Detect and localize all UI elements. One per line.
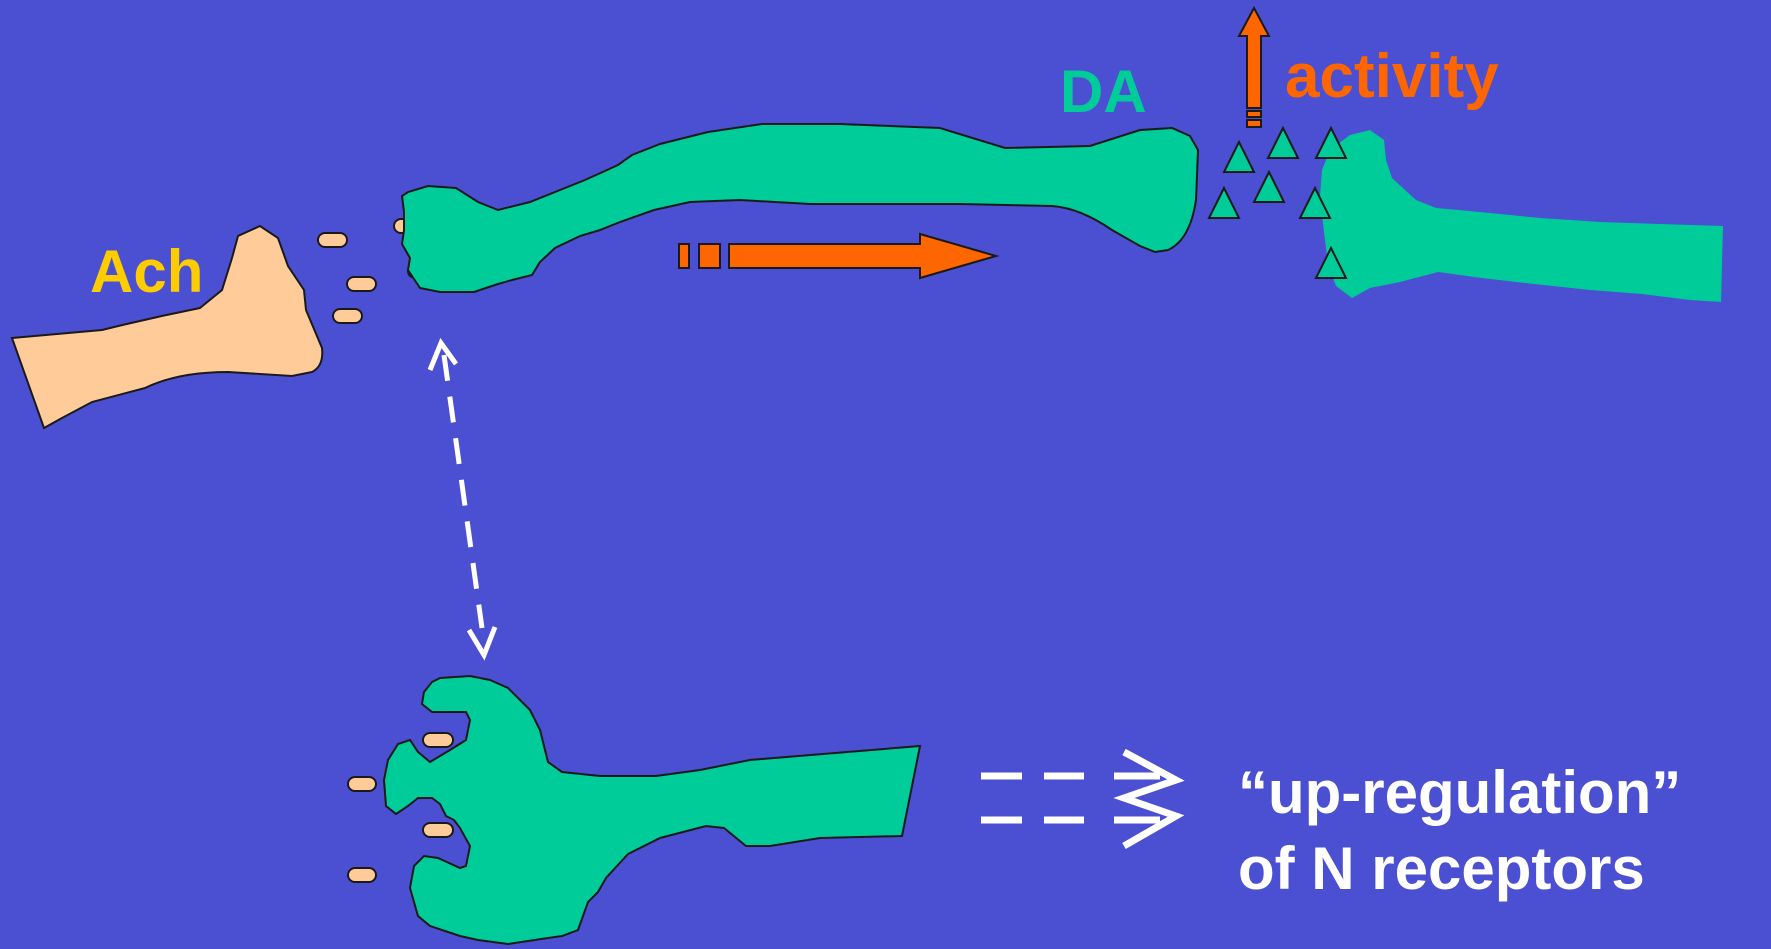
increase-arrow: [1239, 8, 1269, 127]
ach-vesicle: [348, 777, 376, 791]
upregulation-line-1: “up-regulation”: [1238, 755, 1681, 831]
da-label: DA: [1060, 62, 1147, 122]
upregulation-line-2: of N receptors: [1238, 831, 1681, 907]
dopamine-molecule: [1268, 128, 1298, 158]
da-target-neuron: [1320, 130, 1723, 302]
ach-vesicle: [348, 868, 376, 882]
ach-vesicle: [333, 309, 362, 323]
comparison-arrow: [430, 343, 495, 655]
da-neuron-bottom: [384, 676, 920, 944]
ach-vesicle: [423, 823, 453, 837]
propagation-arrow: [679, 234, 996, 278]
upregulation-label: “up-regulation” of N receptors: [1238, 755, 1681, 907]
dopamine-molecule: [1224, 142, 1254, 172]
activity-label: activity: [1285, 46, 1499, 108]
leads-to-arrow: [981, 752, 1176, 846]
ach-vesicle: [423, 733, 453, 747]
ach-label: Ach: [90, 242, 203, 302]
dopamine-molecule: [1209, 188, 1239, 218]
ach-vesicle: [318, 233, 347, 247]
ach-vesicle: [347, 277, 376, 291]
dopamine-molecule: [1254, 172, 1284, 202]
